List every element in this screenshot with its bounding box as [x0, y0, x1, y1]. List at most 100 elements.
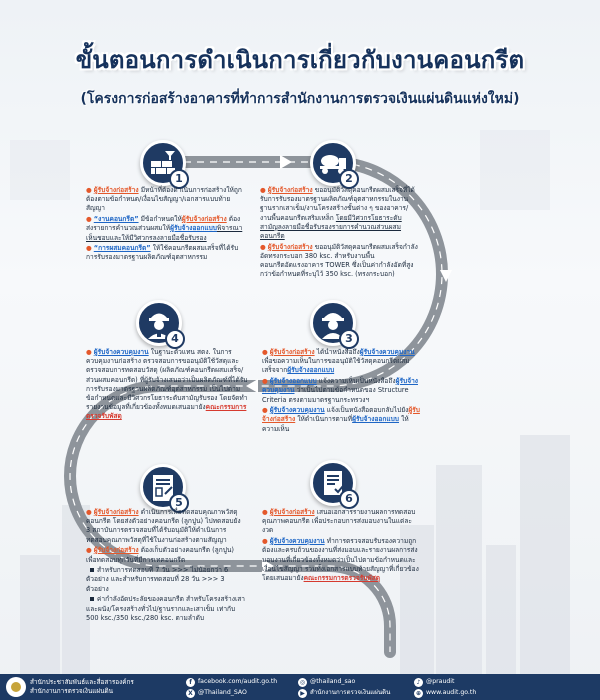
page-subtitle: (โครงการก่อสร้างอาคารที่ทำการสำนักงานการ… — [80, 91, 520, 107]
text-segment: ผู้รับจ้างควบคุมงาน — [359, 348, 415, 356]
text-segment: ต้องเก็บตัวอย่างคอนกรีต (ลูกปูน) เพื่อทด… — [86, 546, 234, 564]
step-3-marker: 3 — [310, 300, 359, 349]
step-6-paragraph: ●ผู้รับจ้างก่อสร้าง เสนอเอกสารรายงานผลกา… — [262, 508, 422, 536]
text-segment: คณะกรรมการตรวจรับพัสดุ — [303, 573, 381, 582]
text-segment: ผู้รับจ้างออกแบบ — [269, 377, 317, 386]
step-3-text: ●ผู้รับจ้างก่อสร้าง ได้นำหนังสือถึงผู้รั… — [262, 348, 420, 435]
text-segment: มีข้อกำหนดให้ — [138, 215, 182, 224]
step-6-text: ●ผู้รับจ้างก่อสร้าง เสนอเอกสารรายงานผลกา… — [262, 508, 422, 585]
text-segment: แจ้งความเห็นเป็นหนังสือถึง — [316, 377, 396, 386]
bullet-icon: ● — [86, 508, 92, 516]
text-segment: ผู้รับจ้างก่อสร้าง — [269, 348, 315, 356]
text-segment: ให้ความเห็น — [262, 415, 409, 433]
footer-org-line-1: สำนักประชาสัมพันธ์และสื่อสารองค์กร — [30, 678, 134, 686]
footer-x[interactable]: X@Thailand_SAO — [186, 688, 247, 698]
bullet-icon: ● — [262, 508, 268, 516]
instagram-link[interactable]: @thailand_sao — [310, 678, 356, 685]
bullet-icon: ● — [86, 186, 92, 194]
step-1-text: ●ผู้รับจ้างก่อสร้าง มีหน้าที่ต้องดำเนินก… — [86, 186, 246, 264]
step-3-number: 3 — [339, 329, 359, 349]
step-5-paragraph: ●ผู้รับจ้างก่อสร้าง ดำเนินการเพื่อทดสอบค… — [86, 508, 246, 545]
text-segment: ผู้รับจ้างควบคุมงาน — [269, 537, 325, 546]
instagram-icon: ◎ — [298, 678, 307, 687]
sao-logo-icon — [6, 677, 26, 697]
x-icon: X — [186, 689, 195, 698]
text-segment: ในฐานะตัวแทน สตง. ในการควบคุมงานก่อสร้าง… — [86, 348, 248, 412]
text-segment: “งานคอนกรีต” — [93, 215, 139, 224]
engineer-icon — [322, 313, 344, 339]
x-link[interactable]: @Thailand_SAO — [198, 689, 247, 696]
footer-tiktok[interactable]: ♪@praudit — [414, 677, 454, 687]
footer-org-name: สำนักประชาสัมพันธ์และสื่อสารองค์กร สำนัก… — [30, 678, 134, 696]
footer-youtube[interactable]: ▶สำนักงานการตรวจเงินแผ่นดิน — [298, 688, 390, 698]
text-segment: “การผสมคอนกรีต” — [93, 244, 151, 253]
bullet-icon: ● — [86, 215, 92, 224]
text-segment: ขออนุมัติวัสดุคอนกรีตผสมเสร็จที่ได้รับกา… — [260, 186, 415, 222]
step-1-paragraph: ●“งานคอนกรีต” มีข้อกำหนดให้ผู้รับจ้างก่อ… — [86, 215, 246, 243]
text-segment: ผู้รับจ้างก่อสร้าง — [93, 546, 139, 555]
footer-bar: สำนักประชาสัมพันธ์และสื่อสารองค์กร สำนัก… — [0, 674, 600, 700]
tiktok-icon: ♪ — [414, 678, 423, 687]
bullet-icon: ● — [260, 242, 266, 251]
facebook-icon: f — [186, 678, 195, 687]
step-2-paragraph: ●ผู้รับจ้างก่อสร้าง ขออนุมัติวัสดุคอนกรี… — [260, 186, 418, 241]
tiktok-link[interactable]: @praudit — [426, 678, 455, 685]
step-2-number: 2 — [339, 169, 359, 189]
text-segment: ค่ากำลังอัดประลัยของคอนกรีต สำหรับโครงสร… — [86, 595, 245, 622]
step-3-paragraph: ●ผู้รับจ้างออกแบบ แจ้งความเห็นเป็นหนังสื… — [262, 377, 420, 405]
bullet-icon: ● — [262, 377, 268, 386]
step-1-marker: 1 — [140, 140, 189, 189]
inspector-icon — [148, 313, 170, 339]
step-5-paragraph: ค่ากำลังอัดประลัยของคอนกรีต สำหรับโครงสร… — [86, 595, 246, 623]
facebook-link[interactable]: facebook.com/audit.go.th — [198, 678, 278, 685]
bullet-icon: ● — [260, 186, 266, 194]
step-1-paragraph: ●ผู้รับจ้างก่อสร้าง มีหน้าที่ต้องดำเนินก… — [86, 186, 246, 214]
bullet-icon: ● — [262, 537, 268, 546]
youtube-icon: ▶ — [298, 689, 307, 698]
report-icon — [324, 471, 344, 495]
text-segment: ผู้รับจ้างก่อสร้าง — [267, 186, 313, 194]
step-5-marker: 5 — [140, 464, 189, 513]
footer-website[interactable]: ⊕www.audit.go.th — [414, 688, 476, 698]
text-segment: ผู้รับจ้างก่อสร้าง — [269, 508, 315, 516]
footer-instagram[interactable]: ◎@thailand_sao — [298, 677, 355, 687]
website-link[interactable]: www.audit.go.th — [426, 689, 477, 696]
step-4-text: ●ผู้รับจ้างควบคุมงาน ในฐานะตัวแทน สตง. ใ… — [86, 348, 248, 423]
text-segment: ว่าเป็นไปตามข้อกำหนดของ Structure Criter… — [262, 386, 409, 404]
text-segment: ผู้รับจ้างก่อสร้าง — [262, 406, 420, 424]
text-segment: ขออนุมัติวัสดุคอนกรีตผสมเสร็จกำลังอัดทรง… — [260, 242, 418, 279]
text-segment: ผู้รับจ้างออกแบบ — [170, 224, 217, 233]
text-segment: ผู้รับจ้างออกแบบ — [352, 415, 399, 424]
step-1-number: 1 — [169, 169, 189, 189]
concrete-mixer-truck-icon — [320, 155, 346, 174]
text-segment: ผู้รับจ้างก่อสร้าง — [93, 508, 139, 516]
document-plan-icon — [153, 475, 173, 501]
text-segment: ได้นำหนังสือถึง — [314, 348, 360, 356]
step-5-paragraph: ●ผู้รับจ้างก่อสร้าง ต้องเก็บตัวอย่างคอนก… — [86, 546, 246, 564]
square-bullet-icon — [90, 567, 94, 572]
bullet-icon: ● — [86, 546, 92, 555]
step-2-text: ●ผู้รับจ้างก่อสร้าง ขออนุมัติวัสดุคอนกรี… — [260, 186, 418, 281]
text-segment: เพื่อขอความเห็นในการขออนุมัติใช้วัสดุคอน… — [262, 357, 410, 375]
youtube-link[interactable]: สำนักงานการตรวจเงินแผ่นดิน — [310, 689, 391, 696]
step-3-paragraph: ●ผู้รับจ้างก่อสร้าง ได้นำหนังสือถึงผู้รั… — [262, 348, 420, 376]
step-5-text: ●ผู้รับจ้างก่อสร้าง ดำเนินการเพื่อทดสอบค… — [86, 508, 246, 624]
bullet-icon: ● — [262, 406, 268, 415]
step-4-marker: 4 — [136, 300, 185, 349]
step-5-paragraph: สำหรับการทดสอบที่ 7 วัน >>> ไม่น้อยกว่า … — [86, 566, 246, 594]
text-segment: ผู้รับจ้างควบคุมงาน — [93, 348, 149, 356]
step-2-paragraph: ●ผู้รับจ้างก่อสร้าง ขออนุมัติวัสดุคอนกรี… — [260, 243, 418, 280]
step-4-paragraph: ●ผู้รับจ้างควบคุมงาน ในฐานะตัวแทน สตง. ใ… — [86, 348, 248, 422]
page-title: ขั้นตอนการดำเนินการเกี่ยวกับงานคอนกรีต — [75, 46, 525, 74]
square-bullet-icon — [90, 596, 94, 601]
step-6-marker: 6 — [310, 460, 359, 509]
text-segment: แจ้งเป็นหนังสือตอบกลับไปยัง — [324, 406, 409, 415]
text-segment: ทำการตรวจสอบรับรองความถูกต้องและครบถ้วนข… — [262, 537, 419, 582]
step-3-paragraph: ●ผู้รับจ้างควบคุมงาน แจ้งเป็นหนังสือตอบก… — [262, 406, 420, 434]
bullet-icon: ● — [86, 244, 92, 253]
text-segment: ต้องส่งรายการคำนวณส่วนผสมให้ — [86, 215, 241, 233]
text-segment: ผู้รับจ้างควบคุมงาน — [269, 406, 325, 415]
